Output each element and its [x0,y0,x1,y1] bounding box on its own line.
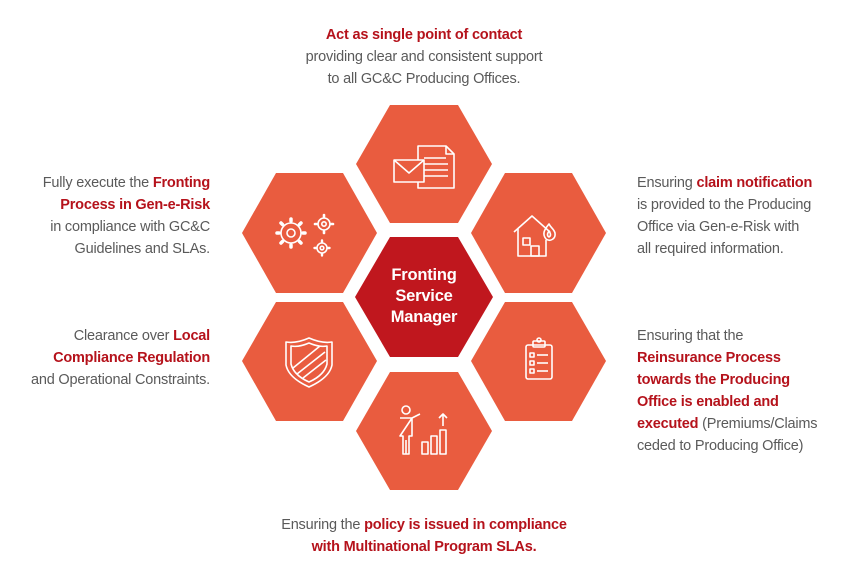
lower-left-hl1: Local [173,328,210,344]
lower-right-line6: ceded to Producing Office) [637,438,804,454]
top-title: Act as single point of contact [325,27,523,43]
upper-right-text-block: Ensuring claim notification is provided … [637,172,842,260]
upper-left-line3: in compliance with GC&C [50,219,210,235]
bottom-hl2: with Multinational Program SLAs. [311,539,537,555]
house-fire-icon [513,215,556,257]
hexagon-lower-right [471,302,606,421]
shield-icon [285,337,333,388]
presenter-chart-icon [399,405,448,455]
lower-right-post: (Premiums/Claims [698,416,818,432]
hexagon-lower-left [242,302,377,421]
hexagon-upper-right [471,173,606,293]
bottom-text-block: Ensuring the policy is issued in complia… [234,514,614,558]
center-label-line3: Manager [390,308,458,326]
top-text-block: Act as single point of contact providing… [244,24,604,90]
upper-right-pre: Ensuring [637,175,697,191]
lower-right-hl1: Reinsurance Process [637,350,781,366]
top-line2: to all GC&C Producing Offices. [327,71,521,87]
hexagon-center [355,237,493,357]
lower-left-hl2: Compliance Regulation [53,350,210,366]
top-line1: providing clear and consistent support [305,49,543,65]
upper-right-line4: all required information. [637,241,784,257]
upper-left-line4: Guidelines and SLAs. [74,241,211,257]
center-label-line1: Fronting [391,266,457,284]
upper-left-pre: Fully execute the [42,175,153,191]
upper-right-hl: claim notification [696,175,813,191]
lower-left-line3: and Operational Constraints. [31,372,210,388]
lower-left-text-block: Clearance over Local Compliance Regulati… [10,325,210,391]
document-envelope-icon [393,145,455,189]
upper-left-hl2: Process in Gen-e-Risk [60,197,210,213]
center-label-line2: Service [395,287,453,305]
center-label: Fronting Service Manager [365,265,483,328]
lower-right-line1: Ensuring that the [637,328,744,344]
bottom-hl1: policy is issued in compliance [364,517,567,533]
upper-left-text-block: Fully execute the Fronting Process in Ge… [10,172,210,260]
lower-right-hl3: Office is enabled and [637,394,779,410]
bottom-pre: Ensuring the [281,517,365,533]
lower-right-hl4: executed [637,416,699,432]
lower-right-text-block: Ensuring that the Reinsurance Process to… [637,325,845,457]
upper-right-line2: is provided to the Producing [637,197,812,213]
hexagon-upper-left [242,173,377,293]
lower-right-hl2: towards the Producing [637,372,790,388]
hexagon-bottom [356,372,492,490]
gears-icon [275,213,335,257]
upper-right-line3: Office via Gen-e-Risk with [637,219,800,235]
lower-left-pre: Clearance over [73,328,174,344]
clipboard-checklist-icon [525,337,553,380]
upper-left-hl1: Fronting [152,175,210,191]
